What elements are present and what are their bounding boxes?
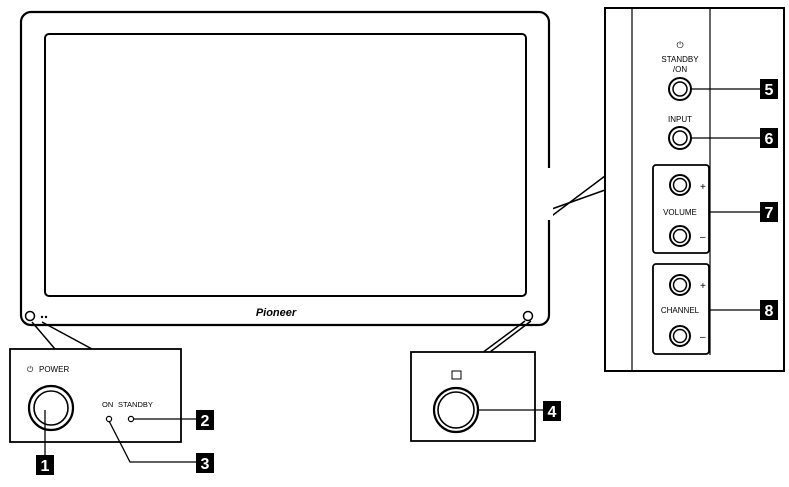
power-symbol-icon: ⏻ — [676, 40, 683, 50]
callout-badge-1: 1 — [36, 455, 54, 475]
callout-badge-3: 3 — [196, 453, 214, 473]
callout-badge-7: 7 — [760, 202, 778, 222]
channel-minus-sign: – — [700, 332, 706, 343]
standby-label: STANDBY — [118, 400, 153, 409]
standby-on-label-line2: /ON — [673, 65, 687, 74]
indicator-dot-1 — [40, 315, 44, 319]
channel-plus-sign: + — [700, 281, 706, 292]
brand-logo: Pioneer — [256, 307, 297, 319]
svg-text:8: 8 — [765, 303, 774, 320]
remote-sensor-panel — [410, 320, 543, 442]
channel-box — [652, 263, 710, 355]
remote-sensor-icon — [451, 370, 462, 380]
power-button-front[interactable] — [24, 310, 36, 322]
power-panel: ⏻ POWER ON STANDBY — [9, 321, 196, 463]
power-symbol-small-icon: ⏻ — [27, 365, 34, 374]
callout-badge-5: 5 — [760, 79, 778, 99]
channel-label: CHANNEL — [661, 306, 700, 315]
volume-box — [652, 164, 710, 254]
svg-text:7: 7 — [765, 205, 774, 222]
svg-text:4: 4 — [548, 404, 557, 421]
remote-sensor-front — [522, 310, 534, 322]
indicator-dot-2 — [44, 315, 48, 319]
svg-text:2: 2 — [201, 413, 210, 430]
channel-control-group: + CHANNEL – — [652, 263, 710, 355]
callout-badges: 1 2 3 4 5 6 7 8 — [36, 79, 778, 475]
input-button-group: INPUT — [668, 115, 692, 150]
monitor: Pioneer — [19, 10, 551, 327]
power-label: POWER — [39, 365, 69, 374]
svg-text:6: 6 — [765, 131, 774, 148]
callout-badge-2: 2 — [196, 410, 214, 430]
on-label: ON — [102, 400, 113, 409]
side-panel-zoom-lines — [547, 168, 606, 220]
svg-text:5: 5 — [765, 82, 774, 99]
standby-on-label-line1: STANDBY — [661, 55, 699, 64]
callout-badge-8: 8 — [760, 300, 778, 320]
svg-text:1: 1 — [41, 458, 50, 475]
callout-badge-4: 4 — [543, 401, 561, 421]
volume-control-group: + VOLUME – — [652, 164, 710, 254]
side-panel: ⏻ STANDBY /ON INPUT + VOLUME – — [604, 7, 785, 372]
volume-plus-sign: + — [700, 182, 706, 193]
svg-text:3: 3 — [201, 456, 210, 473]
volume-minus-sign: – — [700, 232, 706, 243]
input-label: INPUT — [668, 115, 692, 124]
callout-badge-6: 6 — [760, 128, 778, 148]
on-indicator — [105, 415, 113, 423]
standby-indicator — [127, 415, 135, 423]
monitor-screen — [44, 33, 527, 297]
volume-label: VOLUME — [663, 208, 697, 217]
